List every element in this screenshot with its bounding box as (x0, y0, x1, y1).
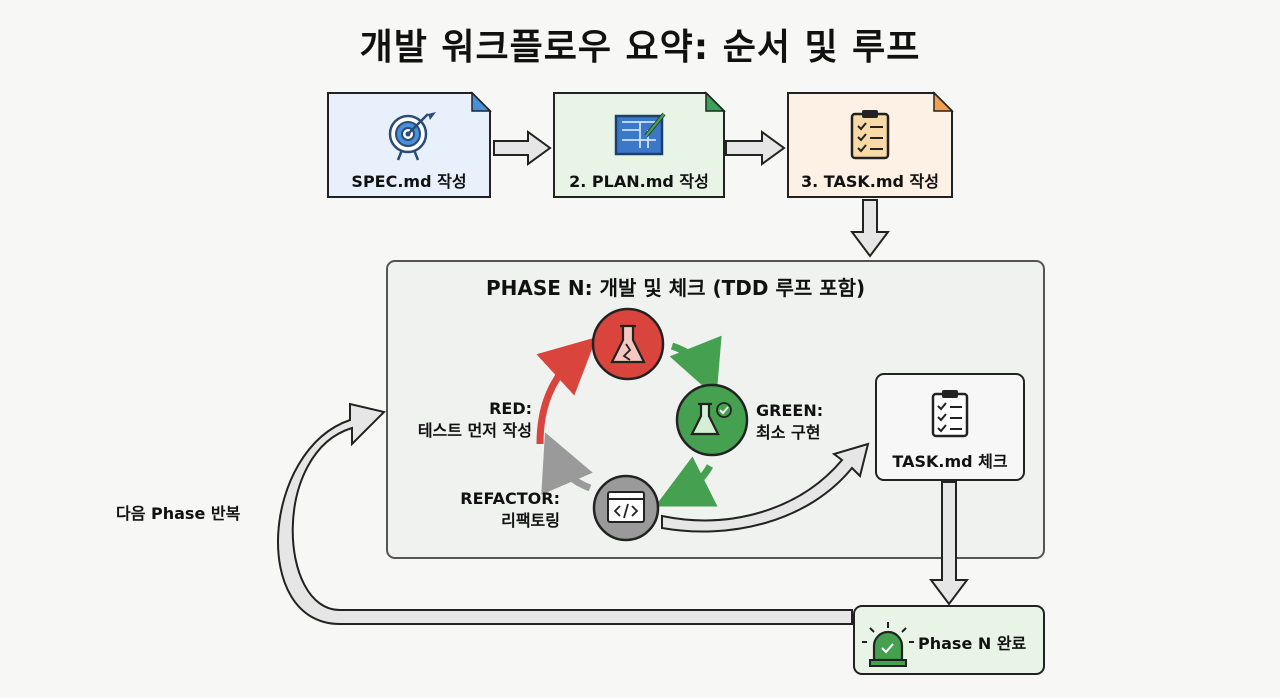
step-spec-card (327, 91, 492, 198)
green-label-title: GREEN: (756, 401, 824, 420)
refactor-label-title: REFACTOR: (460, 489, 560, 508)
phase-done-label: Phase N 완료 (918, 634, 1027, 653)
refactor-stage-circle (592, 474, 660, 542)
phase-title: PHASE N: 개발 및 체크 (TDD 루프 포함) (486, 276, 866, 300)
arrow-refactor-to-taskcheck (661, 442, 870, 533)
green-label: GREEN: 최소 구현 (756, 400, 823, 444)
diagram-title: 개발 워크플로우 요약: 순서 및 루프 (359, 27, 921, 68)
green-stage-circle (675, 383, 749, 457)
arrow-red-upward (536, 337, 597, 445)
flask-check-icon (690, 402, 732, 436)
phase-done-box (853, 605, 1045, 675)
arrow-red-to-green (669, 335, 722, 398)
arrow-loop-back (277, 402, 853, 625)
step-task-label: 3. TASK.md 작성 (801, 172, 939, 191)
red-label-title: RED: (489, 399, 532, 418)
arrow-green-to-refactor (654, 456, 718, 507)
target-icon (388, 112, 436, 161)
red-stage-circle (591, 307, 665, 381)
code-window-icon (607, 491, 645, 523)
flask-cracked-icon (610, 324, 646, 364)
refactor-label: REFACTOR: 리팩토링 (430, 488, 560, 532)
loop-label: 다음 Phase 반복 (116, 504, 241, 523)
task-check-box (875, 373, 1025, 481)
arrow-taskcheck-to-done (929, 481, 969, 606)
step-plan-card (553, 91, 726, 198)
clipboard-check-icon (931, 390, 969, 438)
arrow-task-to-phase (850, 199, 890, 258)
green-label-desc: 최소 구현 (756, 423, 821, 442)
red-label: RED: 테스트 먼저 작성 (380, 398, 532, 442)
arrow-spec-to-plan (493, 130, 552, 166)
red-label-desc: 테스트 먼저 작성 (417, 421, 532, 440)
refactor-label-desc: 리팩토링 (501, 511, 560, 530)
blueprint-icon (614, 112, 666, 156)
arrow-plan-to-task (725, 130, 786, 166)
clipboard-icon (850, 110, 890, 160)
task-check-label: TASK.md 체크 (892, 452, 1008, 471)
arrow-refactor-to-red (541, 432, 593, 495)
step-task-card (787, 91, 954, 198)
step-spec-label: SPEC.md 작성 (351, 172, 467, 191)
alarm-light-icon (862, 622, 914, 667)
step-plan-label: 2. PLAN.md 작성 (569, 172, 709, 191)
